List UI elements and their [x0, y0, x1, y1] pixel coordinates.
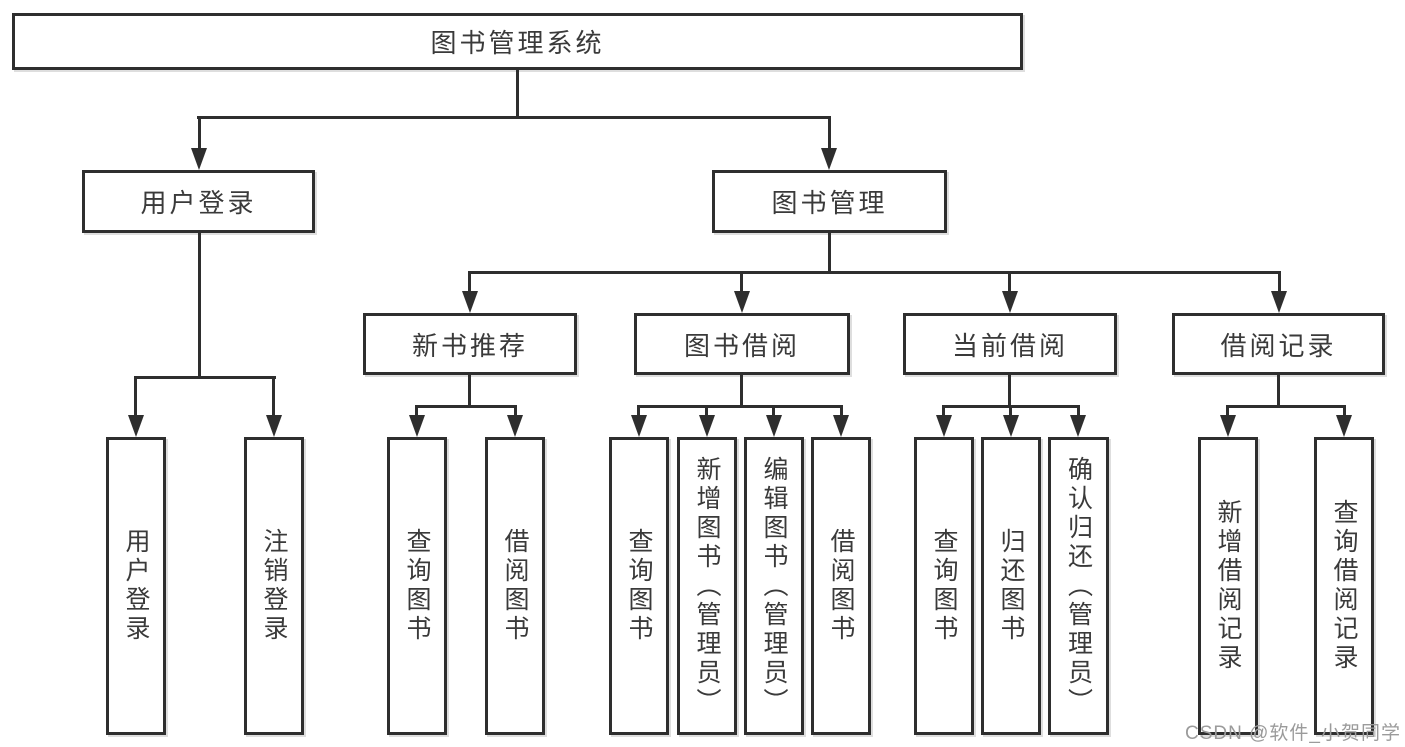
connector: [740, 375, 743, 408]
arrowhead-down-icon: [1003, 415, 1019, 437]
connector: [134, 376, 276, 379]
connector: [1343, 405, 1346, 417]
node-book-borrowing: 图书借阅: [634, 313, 850, 375]
node-new-book-recommend: 新书推荐: [363, 313, 577, 375]
leaf-confirm-return-admin: 确认归还（管理员）: [1048, 437, 1109, 735]
arrowhead-down-icon: [766, 415, 782, 437]
connector: [740, 271, 743, 293]
arrowhead-down-icon: [1220, 415, 1236, 437]
leaf-query-book-recommend: 查询图书: [387, 437, 447, 735]
connector: [1008, 271, 1011, 293]
connector: [516, 69, 519, 119]
node-book-management: 图书管理: [712, 170, 947, 233]
leaf-borrow-book-recommend: 借阅图书: [485, 437, 545, 735]
connector: [772, 405, 775, 417]
leaf-edit-book-admin: 编辑图书（管理员）: [744, 437, 804, 735]
connector: [197, 116, 831, 119]
connector: [134, 376, 137, 417]
connector: [1226, 405, 1346, 408]
leaf-user-login: 用户登录: [106, 437, 166, 735]
leaf-logout: 注销登录: [244, 437, 304, 735]
leaf-query-book-current: 查询图书: [914, 437, 974, 735]
arrowhead-down-icon: [507, 415, 523, 437]
node-current-borrowing: 当前借阅: [903, 313, 1117, 375]
connector: [468, 271, 1281, 274]
arrowhead-down-icon: [699, 415, 715, 437]
connector: [1277, 375, 1280, 408]
connector: [828, 116, 831, 150]
connector: [415, 405, 418, 417]
arrowhead-down-icon: [128, 415, 144, 437]
connector: [828, 233, 831, 274]
connector: [1226, 405, 1229, 417]
connector: [198, 233, 201, 379]
leaf-return-book: 归还图书: [981, 437, 1041, 735]
connector: [1008, 375, 1011, 408]
connector: [198, 116, 201, 150]
arrowhead-down-icon: [1002, 291, 1018, 313]
connector: [468, 375, 471, 408]
arrowhead-down-icon: [936, 415, 952, 437]
leaf-query-book-borrowing: 查询图书: [609, 437, 669, 735]
leaf-query-borrow-record: 查询借阅记录: [1314, 437, 1374, 735]
leaf-borrow-book: 借阅图书: [811, 437, 871, 735]
connector: [840, 405, 843, 417]
csdn-watermark: CSDN @软件_小贺同学: [1185, 723, 1401, 744]
arrowhead-down-icon: [266, 415, 282, 437]
connector: [468, 271, 471, 293]
arrowhead-down-icon: [191, 148, 207, 170]
connector: [1077, 405, 1080, 417]
node-user-login: 用户登录: [82, 170, 315, 233]
connector: [705, 405, 708, 417]
connector: [1009, 405, 1012, 417]
arrowhead-down-icon: [1271, 291, 1287, 313]
arrowhead-down-icon: [631, 415, 647, 437]
arrowhead-down-icon: [409, 415, 425, 437]
connector: [272, 376, 275, 417]
arrowhead-down-icon: [734, 291, 750, 313]
node-borrowing-records: 借阅记录: [1172, 313, 1385, 375]
connector: [942, 405, 945, 417]
connector: [415, 405, 517, 408]
arrowhead-down-icon: [821, 148, 837, 170]
connector: [514, 405, 517, 417]
arrowhead-down-icon: [462, 291, 478, 313]
connector: [637, 405, 843, 408]
leaf-add-borrow-record: 新增借阅记录: [1198, 437, 1258, 735]
arrowhead-down-icon: [1070, 415, 1086, 437]
arrowhead-down-icon: [1336, 415, 1352, 437]
node-library-management-system: 图书管理系统: [12, 13, 1023, 70]
connector: [1278, 271, 1281, 293]
arrowhead-down-icon: [833, 415, 849, 437]
connector: [637, 405, 640, 417]
leaf-add-book-admin: 新增图书（管理员）: [677, 437, 737, 735]
